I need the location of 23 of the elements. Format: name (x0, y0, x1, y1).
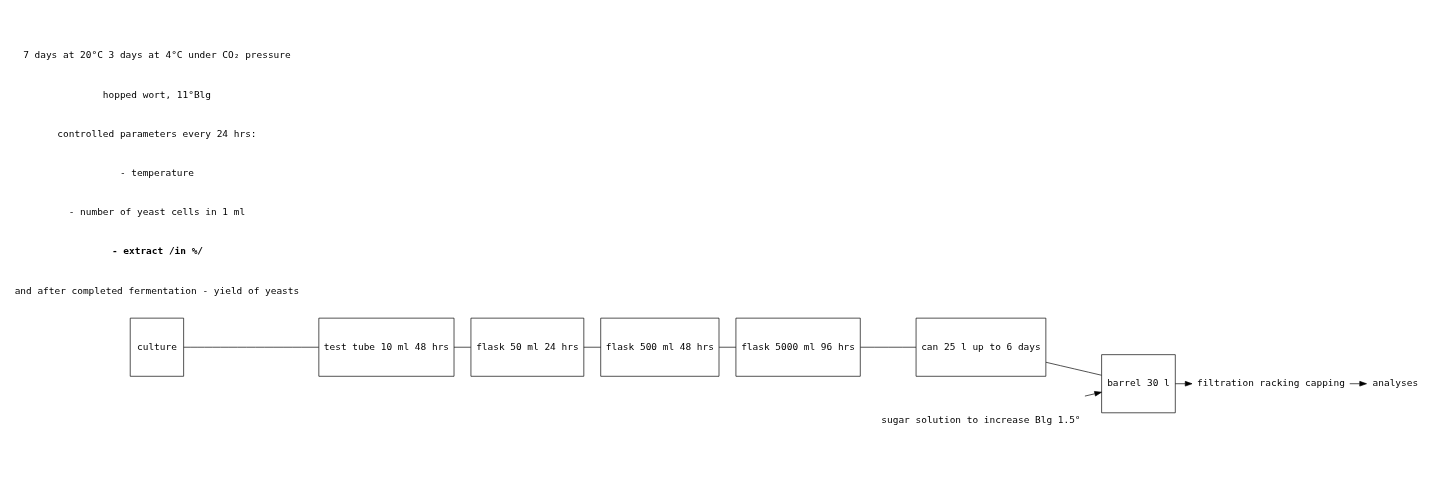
arrow (1175, 380, 1193, 386)
label: - temperature (119, 166, 194, 178)
node-box: flask 5000 ml 96 hrs (735, 317, 861, 377)
node-text: sugar solution to increase Blg 1.5° (881, 413, 1081, 425)
label: 7 days at 20°C 3 days at 4°C under CO₂ pressure (23, 48, 291, 60)
label: - extract /in %/ (111, 244, 204, 256)
label: and after completed fermentation - yield of yeasts (14, 284, 300, 296)
connector (583, 346, 602, 348)
connector (453, 346, 472, 348)
label: controlled parameters every 24 hrs: (57, 127, 257, 139)
node-text: analyses (1372, 376, 1419, 388)
label: hopped wort, 11°Blg (102, 88, 211, 100)
node-box: flask 500 ml 48 hrs (600, 317, 720, 377)
node-box: can 25 l up to 6 days (915, 317, 1047, 377)
node-box: culture (129, 317, 184, 377)
node-text: filtration racking capping (1196, 376, 1345, 388)
node-box: flask 50 ml 24 hrs (470, 317, 585, 377)
connector (1045, 361, 1102, 376)
node-box: test tube 10 ml 48 hrs (318, 317, 455, 377)
node-box: barrel 30 l (1101, 353, 1176, 413)
arrow (1084, 390, 1102, 396)
arrow (1349, 380, 1367, 386)
label: - number of yeast cells in 1 ml (68, 205, 246, 217)
